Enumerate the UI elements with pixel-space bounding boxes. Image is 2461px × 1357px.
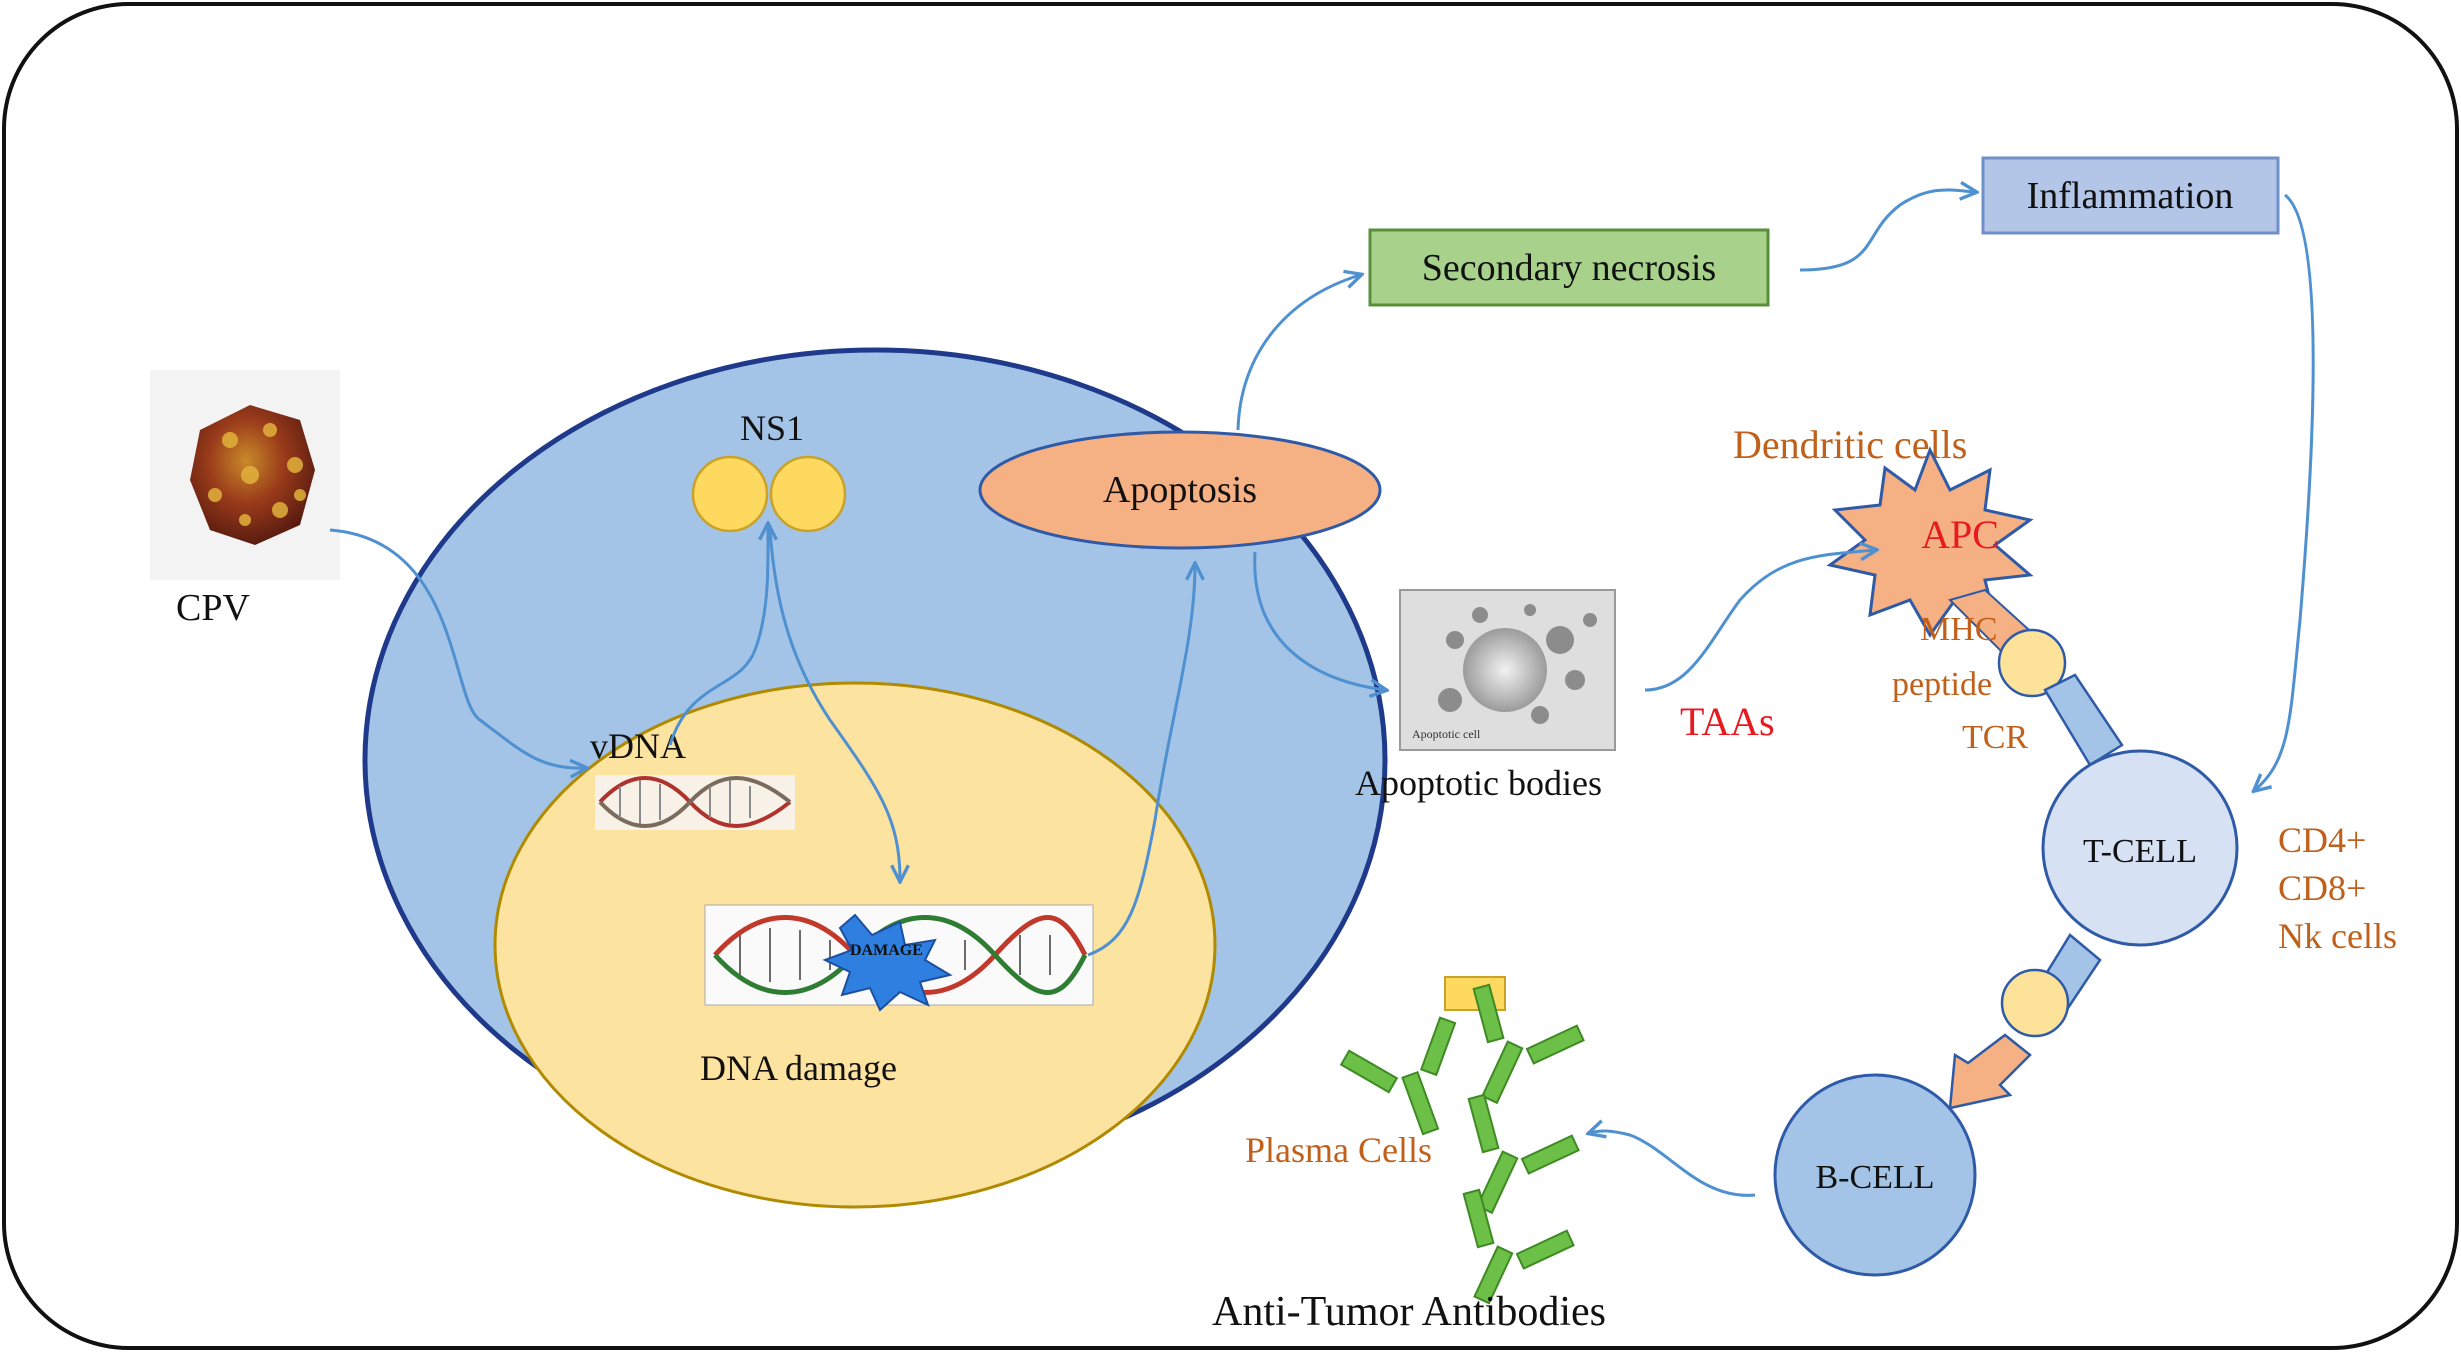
arrow-vdna-to-ns1 <box>668 525 768 746</box>
vdna-label: vDNA <box>590 726 686 766</box>
arrow-bodies-to-apc <box>1644 550 1875 692</box>
arrows <box>329 190 2315 1197</box>
peptide-label: peptide <box>1892 666 1992 703</box>
inflammation-label: Inflammation <box>2027 175 2234 217</box>
nk-cells-label: Nk cells <box>2278 916 2397 956</box>
dna-helix-icon <box>595 775 795 830</box>
inflammation-box <box>1981 156 2280 235</box>
anti-tumor-antibodies-label: Anti-Tumor Antibodies <box>1212 1289 1606 1335</box>
cd4-label: CD4+ <box>2278 820 2366 860</box>
apoptotic-cell-icon: Apoptotic cell <box>1399 589 1616 751</box>
arrow-damage-to-apoptosis <box>1087 565 1195 957</box>
b-cell-arrow-shape <box>1948 1033 2032 1110</box>
antibody-icon <box>1339 983 1585 1305</box>
mhc-label: MHC <box>1920 611 1997 648</box>
virus-icon <box>150 370 340 580</box>
secondary-necrosis-box <box>1368 228 1770 307</box>
tcr-label: TCR <box>1962 719 2028 756</box>
cd8-label: CD8+ <box>2278 868 2366 908</box>
t-cell <box>2041 749 2239 947</box>
antigen-circle <box>2000 968 2070 1038</box>
tcr-cylinder <box>2043 673 2124 767</box>
b-cell <box>1773 1073 1977 1277</box>
mhc-peptide-circle <box>1997 628 2067 698</box>
arrow-bcell-to-plasma <box>1590 1131 1756 1197</box>
arrow-inflammation-to-tcell <box>2255 193 2315 790</box>
damage-tag: DAMAGE <box>850 942 923 959</box>
ns1-protein-right <box>769 455 847 533</box>
cpv-label: CPV <box>176 587 250 629</box>
dna-damage-label: DNA damage <box>700 1048 897 1088</box>
arrow-ns1-to-damage <box>768 529 900 880</box>
dna-damage-icon: DAMAGE <box>704 904 1094 1012</box>
apoptotic-cell-caption: Apoptotic cell <box>1412 727 1481 741</box>
taas-label: TAAs <box>1680 699 1775 744</box>
apc-label: APC <box>1921 512 1999 557</box>
plasma-cells-label: Plasma Cells <box>1245 1130 1432 1170</box>
t-cell-label: T-CELL <box>2083 833 2197 870</box>
b-cell-label: B-CELL <box>1816 1159 1935 1196</box>
arrow-apoptosis-to-bodies <box>1253 551 1385 690</box>
secondary-necrosis-label: Secondary necrosis <box>1422 247 1716 289</box>
apoptosis-label: Apoptosis <box>1103 469 1257 511</box>
ns1-protein-left <box>691 455 769 533</box>
arrow-cpv-to-vdna <box>329 528 585 768</box>
apoptosis-node <box>978 430 1382 550</box>
arrow-necrosis-to-inflammation <box>1799 190 1975 272</box>
apoptotic-bodies-label: Apoptotic bodies <box>1355 763 1602 803</box>
apc-star-icon <box>1826 446 2034 638</box>
ns1-label: NS1 <box>740 408 804 448</box>
arrow-apoptosis-to-necrosis <box>1236 275 1360 431</box>
